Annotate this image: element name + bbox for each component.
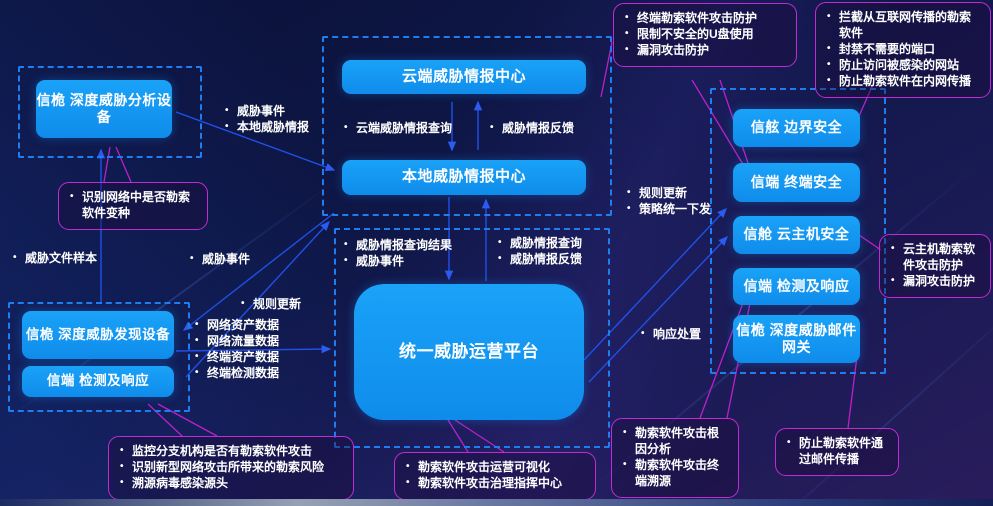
- callout-item: 防止访问被感染的网站: [824, 58, 981, 74]
- platform-group: [334, 228, 610, 448]
- node-endpoint-security: 信端 终端安全: [733, 163, 860, 202]
- node-label: 信舷 边界安全: [750, 119, 843, 136]
- flow-label-item: 规则更新: [624, 185, 724, 201]
- arrow-platform-to-cloudhost: [588, 235, 728, 383]
- flow-label-item: 威胁文件样本: [10, 250, 110, 266]
- arrow-analysis-to-local-intel: [175, 111, 336, 172]
- node-label: 云端威胁情报中心: [401, 67, 526, 85]
- node-unified-platform: 统一威胁运营平台: [354, 284, 584, 420]
- label-cloud-intel-query: 云端威胁情报查询: [341, 120, 471, 136]
- security-products-group: [710, 88, 886, 374]
- callout-item: 识别网络中是否勒索软件变种: [67, 190, 198, 222]
- callout-item: 漏洞攻击防护: [622, 43, 787, 59]
- callout-item: 勒索软件攻击治理指挥中心: [403, 476, 586, 492]
- flow-label-item: 云端威胁情报查询: [341, 120, 471, 136]
- flow-label-item: 威胁情报查询结果: [341, 237, 471, 253]
- flow-label-item: 网络流量数据: [192, 333, 302, 349]
- node-label: 本地威胁情报中心: [401, 168, 526, 186]
- node-discovery-device: 信桅 深度威胁发现设备: [22, 311, 174, 359]
- label-rule-policy-right: 规则更新 策略统一下发: [624, 185, 724, 217]
- flow-label-item: 本地威胁情报: [222, 119, 332, 135]
- callout-mail-protection: 防止勒索软件通过邮件传播: [775, 428, 899, 476]
- flow-label-item: 威胁事件: [187, 251, 267, 267]
- label-threat-event-local-intel: 威胁事件 本地威胁情报: [222, 103, 332, 135]
- node-label: 信桅 深度威胁分析设备: [36, 91, 172, 126]
- bottom-edge-bar: [0, 499, 993, 506]
- flow-label-item: 策略统一下发: [624, 201, 724, 217]
- callout-visualization: 勒索软件攻击运营可视化 勒索软件攻击治理指挥中心: [394, 452, 596, 500]
- flow-label-item: 规则更新: [238, 296, 318, 312]
- callout-branch-monitoring: 监控分支机构是否有勒索软件攻击 识别新型网络攻击所带来的勒索风险 溯源病毒感染源…: [108, 436, 354, 500]
- node-label: 信端 检测及响应: [46, 373, 150, 389]
- flow-label-item: 网络资产数据: [192, 317, 302, 333]
- callout-item: 防止勒索软件在内网传播: [824, 74, 981, 90]
- callout-item: 限制不安全的U盘使用: [622, 27, 787, 43]
- node-edr-left: 信端 检测及响应: [22, 366, 174, 397]
- flow-label-item: 威胁事件: [341, 253, 471, 269]
- analysis-device-group: [18, 66, 202, 158]
- callout-boundary-protection: 拦截从互联网传播的勒索软件 封禁不需要的端口 防止访问被感染的网站 防止勒索软件…: [815, 2, 991, 98]
- callout-item: 勒索软件攻击运营可视化: [403, 460, 586, 476]
- node-label: 信舱 云主机安全: [743, 226, 850, 243]
- node-edr-right: 信端 检测及响应: [733, 268, 860, 305]
- label-rule-update-left: 规则更新: [238, 296, 318, 312]
- label-response-handling: 响应处置: [638, 326, 718, 342]
- node-analysis-device: 信桅 深度威胁分析设备: [36, 80, 172, 138]
- callout-cloud-host-protection: 云主机勒索软件攻击防护 漏洞攻击防护: [879, 234, 991, 298]
- arrow-rule-update-to-discovery: [182, 212, 335, 331]
- node-label: 信桅 深度威胁发现设备: [25, 326, 171, 342]
- label-intel-query-result: 威胁情报查询结果 威胁事件: [341, 237, 471, 269]
- callout-item: 云主机勒索软件攻击防护: [888, 242, 981, 274]
- callout-item: 监控分支机构是否有勒索软件攻击: [117, 444, 344, 460]
- callout-item: 溯源病毒感染源头: [117, 476, 344, 492]
- callout-item: 勒索软件攻击根因分析: [620, 426, 729, 458]
- flow-label-item: 威胁事件: [222, 103, 332, 119]
- node-mail-gateway: 信桅 深度威胁邮件网关: [733, 315, 860, 363]
- flow-label-item: 响应处置: [638, 326, 718, 342]
- callout-item: 识别新型网络攻击所带来的勒索风险: [117, 460, 344, 476]
- arrow-platform-to-endpoint: [583, 207, 727, 361]
- flow-label-item: 终端资产数据: [192, 349, 302, 365]
- callout-item: 防止勒索软件通过邮件传播: [784, 436, 889, 468]
- node-label: 信桅 深度威胁邮件网关: [736, 321, 857, 356]
- callout-endpoint-protection: 终端勒索软件攻击防护 限制不安全的U盘使用 漏洞攻击防护: [613, 3, 797, 67]
- node-local-intel-center: 本地威胁情报中心: [342, 160, 586, 195]
- flow-label-item: 威胁情报查询: [495, 235, 605, 251]
- discovery-edr-group: [8, 302, 190, 412]
- label-threat-event: 威胁事件: [187, 251, 267, 267]
- node-cloud-intel-center: 云端威胁情报中心: [342, 60, 586, 94]
- callout-item: 封禁不需要的端口: [824, 42, 981, 58]
- callout-root-cause: 勒索软件攻击根因分析 勒索软件攻击终端溯源: [611, 418, 739, 498]
- callout-item: 勒索软件攻击终端溯源: [620, 458, 729, 490]
- node-cloud-host-security: 信舱 云主机安全: [733, 216, 860, 254]
- label-intel-feedback-top: 威胁情报反馈: [487, 120, 597, 136]
- label-threat-file-sample: 威胁文件样本: [10, 250, 110, 266]
- node-label: 信端 终端安全: [750, 173, 843, 190]
- callout-variant-detection: 识别网络中是否勒索软件变种: [58, 182, 208, 230]
- callout-item: 漏洞攻击防护: [888, 274, 981, 290]
- flow-label-item: 威胁情报反馈: [495, 251, 605, 267]
- label-intel-query-feedback: 威胁情报查询 威胁情报反馈: [495, 235, 605, 267]
- node-label: 信端 检测及响应: [743, 277, 850, 294]
- label-asset-data: 网络资产数据 网络流量数据 终端资产数据 终端检测数据: [192, 317, 302, 381]
- node-label: 统一威胁运营平台: [399, 342, 539, 362]
- callout-item: 终端勒索软件攻击防护: [622, 11, 787, 27]
- flow-label-item: 威胁情报反馈: [487, 120, 597, 136]
- callout-item: 拦截从互联网传播的勒索软件: [824, 10, 981, 42]
- flow-label-item: 终端检测数据: [192, 365, 302, 381]
- node-boundary-security: 信舷 边界安全: [733, 109, 860, 147]
